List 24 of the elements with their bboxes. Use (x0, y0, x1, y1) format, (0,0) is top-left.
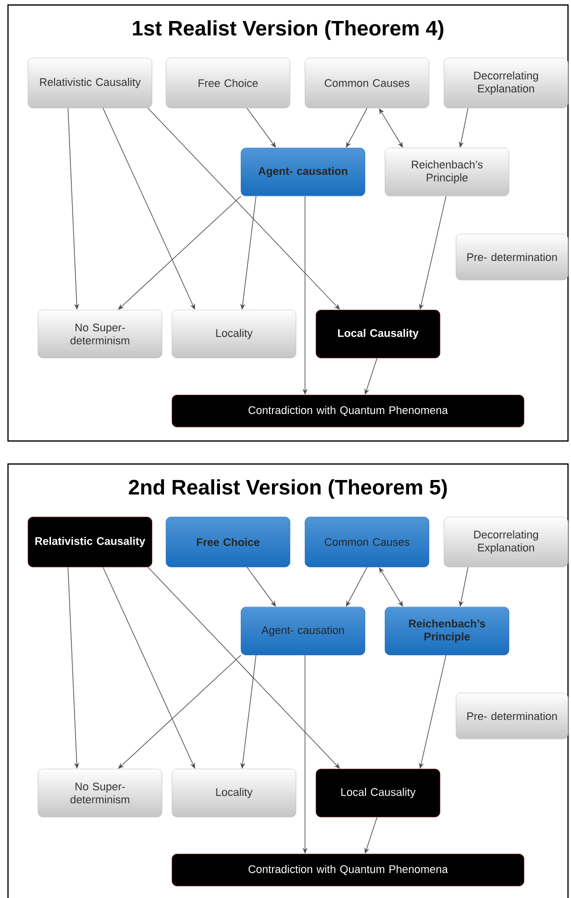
concept-box: Free Choice (166, 516, 290, 568)
concept-box: Locality (172, 310, 296, 358)
result-box: Contradiction with Quantum Phenomena (172, 394, 524, 428)
concept-box: No Super- determinism (38, 768, 162, 818)
concept-box: Decorrelating Explanation (444, 58, 568, 108)
concept-box: Common Causes (304, 58, 430, 108)
concept-box: Free Choice (166, 58, 290, 108)
concept-box: No Super- determinism (38, 310, 162, 358)
concept-box: Relativistic Causality (28, 58, 152, 108)
result-box: Local Causality (316, 310, 440, 358)
arrow (118, 196, 242, 310)
arrow (118, 654, 242, 769)
concept-box: Reichenbach’s Principle (384, 148, 510, 196)
concept-box: Reichenbach’s Principle (384, 606, 510, 656)
concept-box: Pre- determination (456, 234, 568, 280)
concept-box: Locality (172, 768, 296, 818)
result-box: Local Causality (316, 768, 440, 818)
concept-box: Pre- determination (456, 692, 568, 740)
concept-box: Agent- causation (240, 148, 366, 196)
result-box: Relativistic Causality (28, 516, 152, 568)
concept-box: Agent- causation (240, 606, 366, 656)
concept-box: Decorrelating Explanation (444, 516, 568, 568)
concept-box: Common Causes (304, 516, 430, 568)
result-box: Contradiction with Quantum Phenomena (172, 854, 524, 886)
